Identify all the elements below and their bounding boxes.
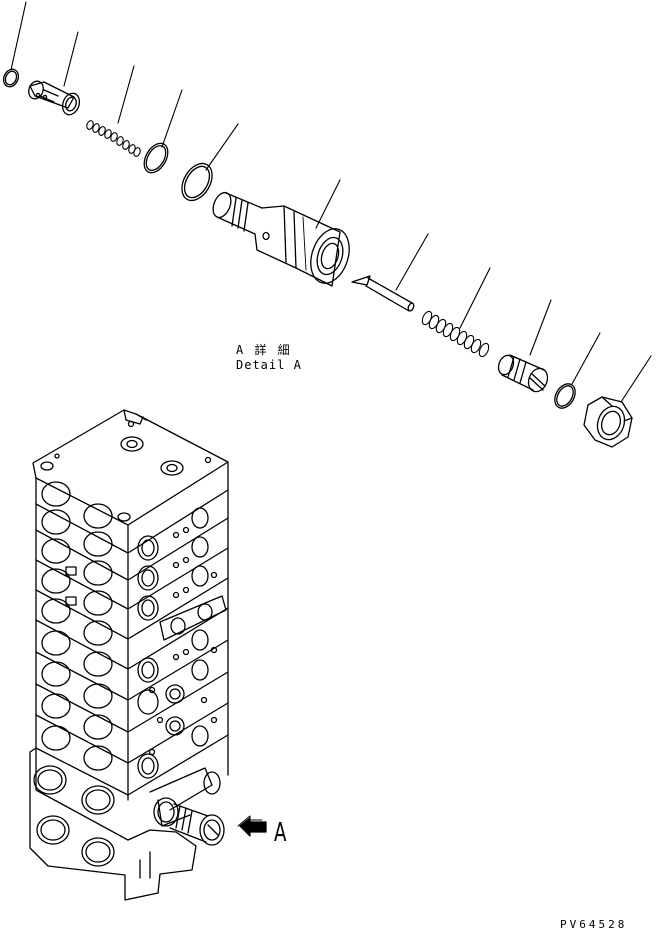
leader-lines <box>10 1 652 403</box>
sleeve <box>28 80 81 116</box>
view-a-letter: A <box>274 818 287 848</box>
detail-a-english-label: Detail A <box>236 358 302 372</box>
o-ring-plug <box>554 383 576 409</box>
o-ring-medium <box>143 142 169 174</box>
view-arrow-a <box>237 815 267 837</box>
control-valve-stack <box>29 409 229 901</box>
poppet-needle <box>351 275 415 312</box>
valve-body <box>212 191 350 287</box>
o-ring-small-top <box>2 68 20 88</box>
spring-large <box>421 310 490 358</box>
plug <box>497 354 549 393</box>
detail-a-japanese-label: A 詳 細 <box>236 343 292 357</box>
spring-small <box>86 120 141 157</box>
drawing-number: PV64528 <box>560 918 628 931</box>
o-ring-large <box>181 162 213 202</box>
nut <box>583 396 633 448</box>
